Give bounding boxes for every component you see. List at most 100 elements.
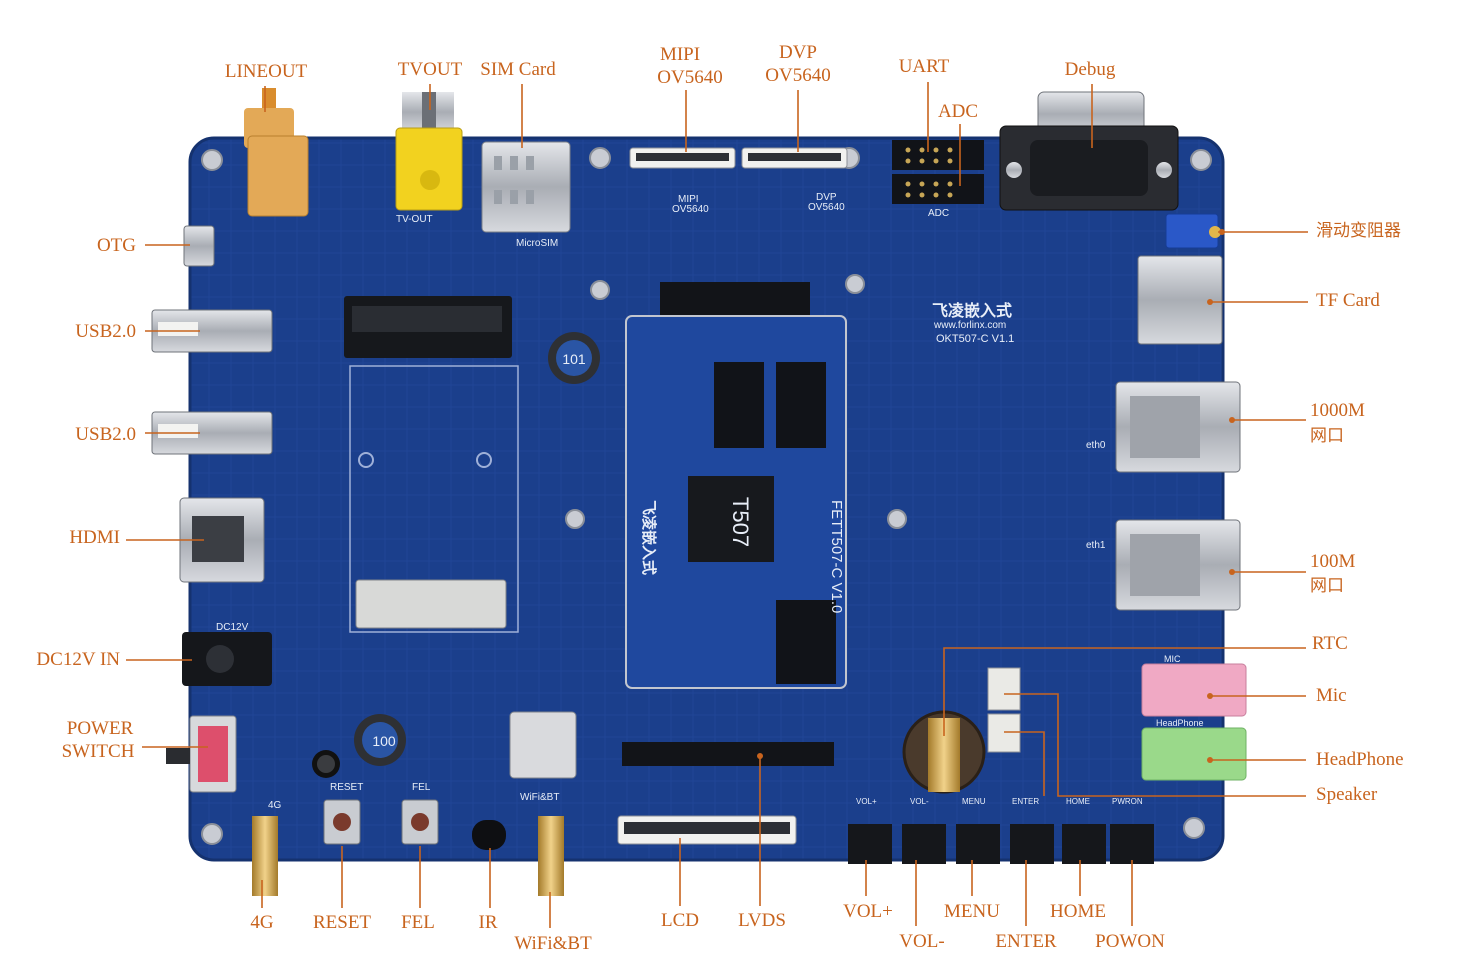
label-wifi-bt: WiFi&BT: [514, 933, 592, 954]
label-sim-card: SIM Card: [480, 59, 556, 80]
label-lvds: LVDS: [738, 910, 786, 931]
som-module: T507 FETT507-C V1.0 飞凌嵌入式: [625, 315, 847, 689]
silkscreen-text: 飞凌嵌入式 www.forlinx.com OKT507-C V1.1 MIPI…: [216, 192, 1204, 811]
label-powon: POWON: [1095, 931, 1165, 952]
label-lcd: LCD: [661, 910, 699, 931]
rheostat: [1165, 213, 1221, 249]
svg-text:飞凌嵌入式: 飞凌嵌入式: [932, 301, 1012, 320]
label-switch: SWITCH: [61, 741, 135, 762]
mic-jack: [1141, 663, 1247, 717]
label-power: POWER: [66, 718, 134, 739]
debug-db9-connector: [999, 91, 1179, 211]
ethernet-1000m-jack: [1115, 381, 1241, 473]
svg-text:4G: 4G: [268, 800, 282, 811]
label-eth1000-port: 网口: [1310, 426, 1344, 446]
label-usb-1: USB2.0: [75, 321, 136, 342]
camera-header: [660, 282, 810, 316]
tf-card-slot: [1137, 255, 1223, 345]
label-headphone: HeadPhone: [1316, 749, 1404, 770]
label-tvout: TVOUT: [397, 59, 463, 80]
svg-text:OV5640: OV5640: [672, 204, 709, 215]
dvp-fpc-connector: [741, 147, 848, 169]
reset-button-part: [323, 799, 361, 845]
mipi-fpc-connector: [629, 147, 736, 169]
svg-text:MENU: MENU: [962, 797, 986, 806]
svg-text:RESET: RESET: [330, 782, 363, 793]
leader-arrows: [757, 229, 1235, 763]
svg-text:FEL: FEL: [412, 782, 431, 793]
label-home: HOME: [1050, 901, 1106, 922]
usb-port-2: [151, 411, 273, 455]
svg-text:ENTER: ENTER: [1012, 797, 1039, 806]
label-adc: ADC: [937, 101, 979, 122]
label-reset: RESET: [312, 912, 372, 933]
hdmi-port: [179, 497, 265, 583]
svg-text:VOL-: VOL-: [910, 797, 929, 806]
speaker-connector: [987, 667, 1021, 753]
svg-text:HeadPhone: HeadPhone: [1156, 718, 1204, 728]
label-mipi: MIPI: [659, 44, 701, 65]
label-mic: Mic: [1316, 685, 1347, 706]
svg-text:TV-OUT: TV-OUT: [396, 214, 433, 225]
key-buttons: [848, 824, 1154, 864]
svg-text:VOL+: VOL+: [856, 797, 877, 806]
svg-text:FETT507-C V1.0: FETT507-C V1.0: [828, 500, 845, 613]
label-rtc: RTC: [1312, 633, 1348, 654]
label-eth1000-speed: 1000M: [1310, 400, 1365, 421]
label-uart: UART: [898, 56, 950, 77]
label-otg: OTG: [96, 235, 136, 256]
svg-text:OKT507-C V1.1: OKT507-C V1.1: [936, 333, 1014, 345]
rtc-battery-holder: [902, 710, 986, 794]
label-dc12v: DC12V IN: [36, 649, 120, 670]
svg-text:PWRON: PWRON: [1112, 797, 1143, 806]
headphone-jack: [1141, 727, 1247, 781]
lcd-header: [622, 742, 834, 766]
power-switch: [166, 715, 237, 793]
lvds-fpc-connector: [617, 815, 797, 845]
leader-lines: [126, 82, 1308, 928]
ir-receiver: [472, 820, 506, 850]
antenna-4g: [252, 816, 278, 896]
otg-micro-usb: [183, 225, 215, 267]
adc-header: [892, 174, 984, 204]
svg-text:101: 101: [562, 351, 586, 367]
label-debug: Debug: [1064, 59, 1116, 80]
svg-text:飞凌嵌入式: 飞凌嵌入式: [640, 500, 658, 575]
tvout-jack: [395, 92, 463, 211]
svg-text:HOME: HOME: [1066, 797, 1090, 806]
label-enter: ENTER: [995, 931, 1057, 952]
label-usb-2: USB2.0: [75, 424, 136, 445]
label-vol-up: VOL+: [843, 901, 893, 922]
antenna-wifi: [538, 816, 564, 896]
svg-text:DVP: DVP: [816, 192, 837, 203]
inductor-100: 100: [354, 714, 406, 766]
svg-text:MIC: MIC: [1164, 654, 1181, 664]
inductor-101: 101: [548, 332, 600, 384]
svg-text:WiFi&BT: WiFi&BT: [520, 792, 559, 803]
usb-port-1: [151, 309, 273, 353]
capacitor: [312, 750, 340, 778]
label-vol-down: VOL-: [899, 931, 945, 952]
svg-text:MicroSIM: MicroSIM: [516, 238, 558, 249]
mpcie-slot: [344, 296, 519, 633]
svg-text:eth1: eth1: [1086, 540, 1106, 551]
wifi-bt-module: [509, 711, 577, 779]
svg-text:DC12V: DC12V: [216, 622, 249, 633]
svg-text:ADC: ADC: [928, 208, 949, 219]
label-mipi-sensor: OV5640: [657, 67, 723, 88]
label-menu: MENU: [944, 901, 1000, 922]
label-4g: 4G: [250, 912, 274, 933]
uart-header: [892, 140, 984, 170]
label-ir: IR: [478, 912, 498, 933]
sim-card-slot: [481, 141, 571, 233]
dc12v-jack: [182, 632, 272, 686]
svg-text:100: 100: [372, 733, 396, 749]
svg-text:OV5640: OV5640: [808, 202, 845, 213]
label-lineout: LINEOUT: [224, 61, 308, 82]
ethernet-100m-jack: [1115, 519, 1241, 611]
label-eth100-port: 网口: [1310, 576, 1344, 596]
label-rheostat: 滑动变阻器: [1316, 221, 1401, 241]
lineout-jack: [244, 88, 309, 217]
